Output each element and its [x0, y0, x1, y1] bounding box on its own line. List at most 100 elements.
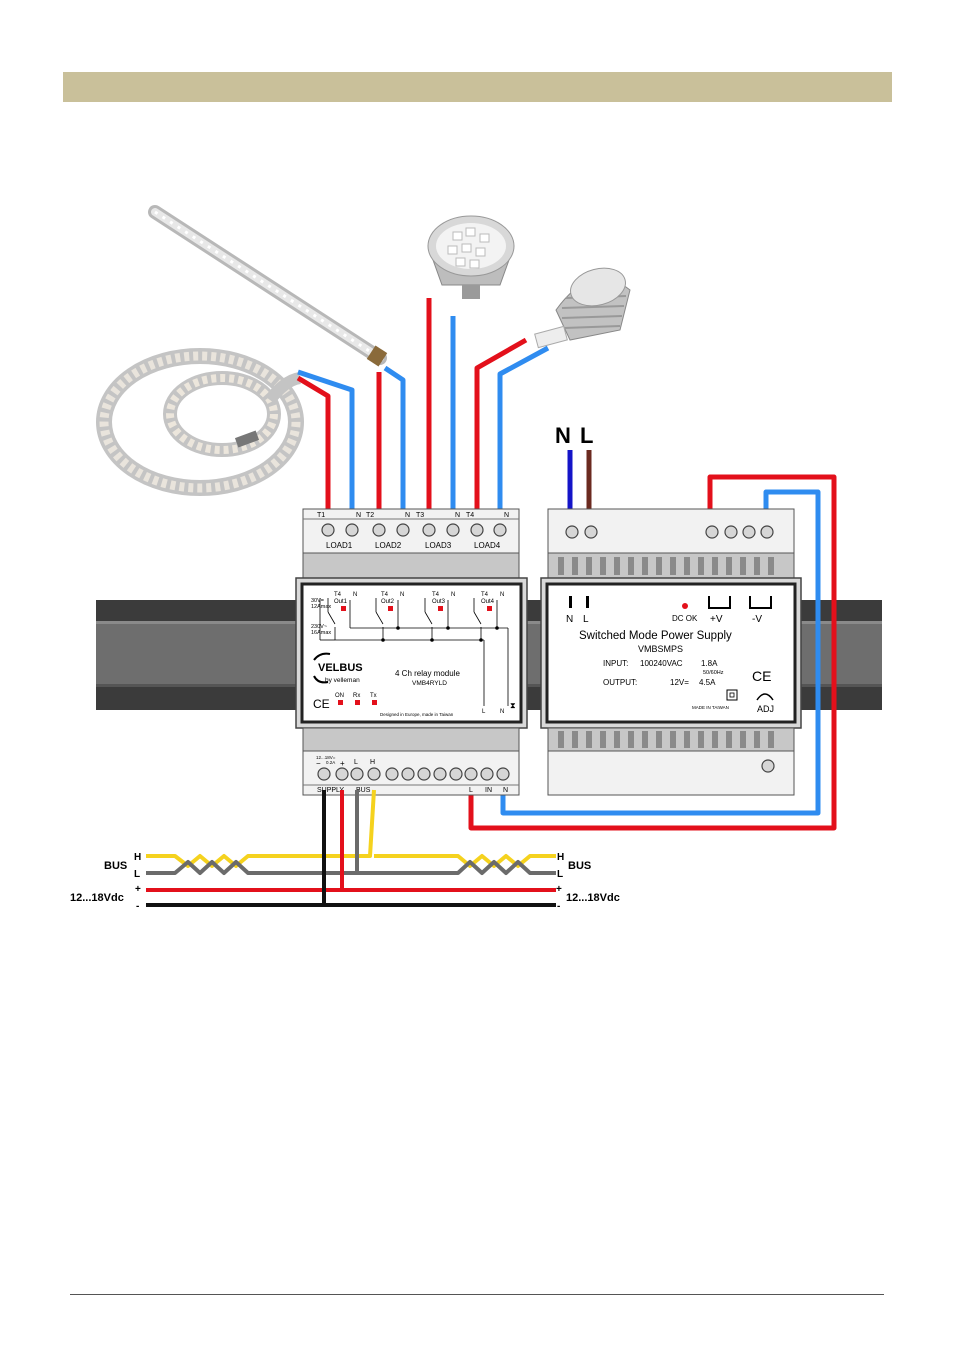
led-spot-icon — [534, 267, 631, 349]
brand-label: VELBUS — [318, 662, 363, 674]
load-top-label: N — [356, 512, 361, 519]
bus-left-l: L — [134, 869, 140, 880]
adj-arrow-icon — [756, 693, 774, 701]
terminal-screw — [470, 523, 484, 537]
load-top-label: T2 — [366, 512, 374, 519]
psu-output-value: 12V= — [670, 678, 689, 687]
terminal-screw — [493, 523, 507, 537]
voltage-rating: 230V~ — [311, 624, 327, 630]
relay-schematic — [319, 598, 509, 706]
psu-input-label: INPUT: — [603, 659, 628, 668]
double-insulation-icon — [726, 689, 738, 701]
channel-led — [438, 606, 443, 611]
channel-n-label: N — [500, 592, 504, 598]
supply-spec: 0.2A — [326, 760, 335, 765]
velbus-logo: VELBUS by velleman — [313, 652, 363, 684]
terminal-screw — [401, 767, 415, 781]
terminal-screw — [480, 767, 494, 781]
hourglass-icon: ⧗ — [510, 701, 516, 710]
channel-n-label: N — [353, 592, 357, 598]
channel-out-label: Out1 — [334, 599, 348, 605]
bottom-label-in: IN — [485, 787, 492, 794]
terminal-screw — [367, 767, 381, 781]
mains-n-label: N — [555, 423, 571, 448]
channel-t-label: T4 — [334, 592, 342, 598]
terminal-screw — [742, 525, 756, 539]
supply-left-minus: - — [136, 901, 139, 912]
psu-input-value: 100240VAC — [640, 659, 683, 668]
bottom-label-bus: BUS — [356, 787, 371, 794]
bus-labels: BUS H L 12...18Vdc + - H L BUS + - 12...… — [70, 852, 620, 912]
bus-right-l: L — [557, 869, 563, 880]
minus-v-label: -V — [752, 614, 762, 625]
bus-left-h: H — [134, 852, 141, 863]
psu-adj-label: ADJ — [757, 704, 774, 714]
load-top-label: N — [405, 512, 410, 519]
power-supply-module: N L DC OK +V -V Switched Mode Power Supp… — [540, 508, 802, 796]
load-top-label: T3 — [416, 512, 424, 519]
led-label-rx: Rx — [353, 693, 360, 699]
status-led — [355, 700, 360, 705]
terminal-screw — [396, 523, 410, 537]
load-top-label: N — [504, 512, 509, 519]
channel-out-label: Out2 — [381, 599, 395, 605]
channel-out-label: Out4 — [481, 599, 495, 605]
n-mark: N — [500, 709, 504, 715]
channel-n-label: N — [400, 592, 404, 598]
terminal-screw — [372, 523, 386, 537]
plus-v-label: +V — [710, 614, 723, 625]
current-rating: 12Amax — [311, 604, 331, 610]
psu-output-label: OUTPUT: — [603, 678, 637, 687]
psu-model: VMBSMPS — [638, 644, 683, 654]
supply-right-label: 12...18Vdc — [566, 892, 620, 904]
terminal-screw — [565, 525, 579, 539]
channel-led — [341, 606, 346, 611]
led-label-tx: Tx — [370, 693, 377, 699]
terminal-screw — [705, 525, 719, 539]
header-bar — [63, 72, 892, 102]
terminal-screw — [433, 767, 447, 781]
terminal-screw — [317, 767, 331, 781]
supply-left-plus: + — [135, 884, 141, 895]
channel-n-label: N — [451, 592, 455, 598]
dc-ok-label: DC OK — [672, 614, 698, 623]
terminal-screw — [724, 525, 738, 539]
supply-left-label: 12...18Vdc — [70, 892, 124, 904]
load-label: LOAD2 — [375, 541, 402, 550]
relay-module: T1 N T2 N T3 N T4 N LOAD1 LOAD2 LOAD3 L O… — [295, 508, 528, 796]
bus-lines — [146, 789, 556, 907]
channel-t-label: T4 — [481, 592, 489, 598]
channel-t-label: T4 — [381, 592, 389, 598]
psu-in-n: N — [566, 614, 573, 625]
status-led — [338, 700, 343, 705]
bottom-label-n: N — [503, 787, 508, 794]
brand-sub-label: by velleman — [325, 677, 360, 684]
terminal-screw — [449, 767, 463, 781]
psu-in-l: L — [583, 614, 589, 625]
psu-output-current: 4.5A — [699, 678, 716, 687]
module-model: VMB4RYLD — [412, 680, 447, 687]
ce-mark: CE — [313, 697, 330, 711]
psu-input-current: 1.8A — [701, 659, 718, 668]
supply-spec: 12...18V= — [316, 755, 336, 760]
bus-right-label: BUS — [568, 860, 591, 872]
load-label: LOAD1 — [326, 541, 353, 550]
module-title: 4 Ch relay module — [395, 669, 460, 678]
mains-l-label: L — [580, 423, 593, 448]
terminal-screw — [496, 767, 510, 781]
channel-t-label: T4 — [432, 592, 440, 598]
voltage-rating: 30V= — [311, 598, 324, 604]
bus-right-h: H — [557, 852, 564, 863]
load-top-label: T4 — [466, 512, 474, 519]
load-label: LOAD3 — [425, 541, 452, 550]
terminal-screw — [335, 767, 349, 781]
psu-ce-mark: CE — [752, 668, 771, 684]
dc-ok-led — [682, 603, 688, 609]
adjust-potentiometer — [761, 759, 775, 773]
bottom-label-l: L — [469, 787, 473, 794]
load-top-label: T1 — [317, 512, 325, 519]
led-rope-icon — [96, 348, 304, 496]
load-wires — [296, 298, 550, 512]
terminal-screw — [422, 523, 436, 537]
